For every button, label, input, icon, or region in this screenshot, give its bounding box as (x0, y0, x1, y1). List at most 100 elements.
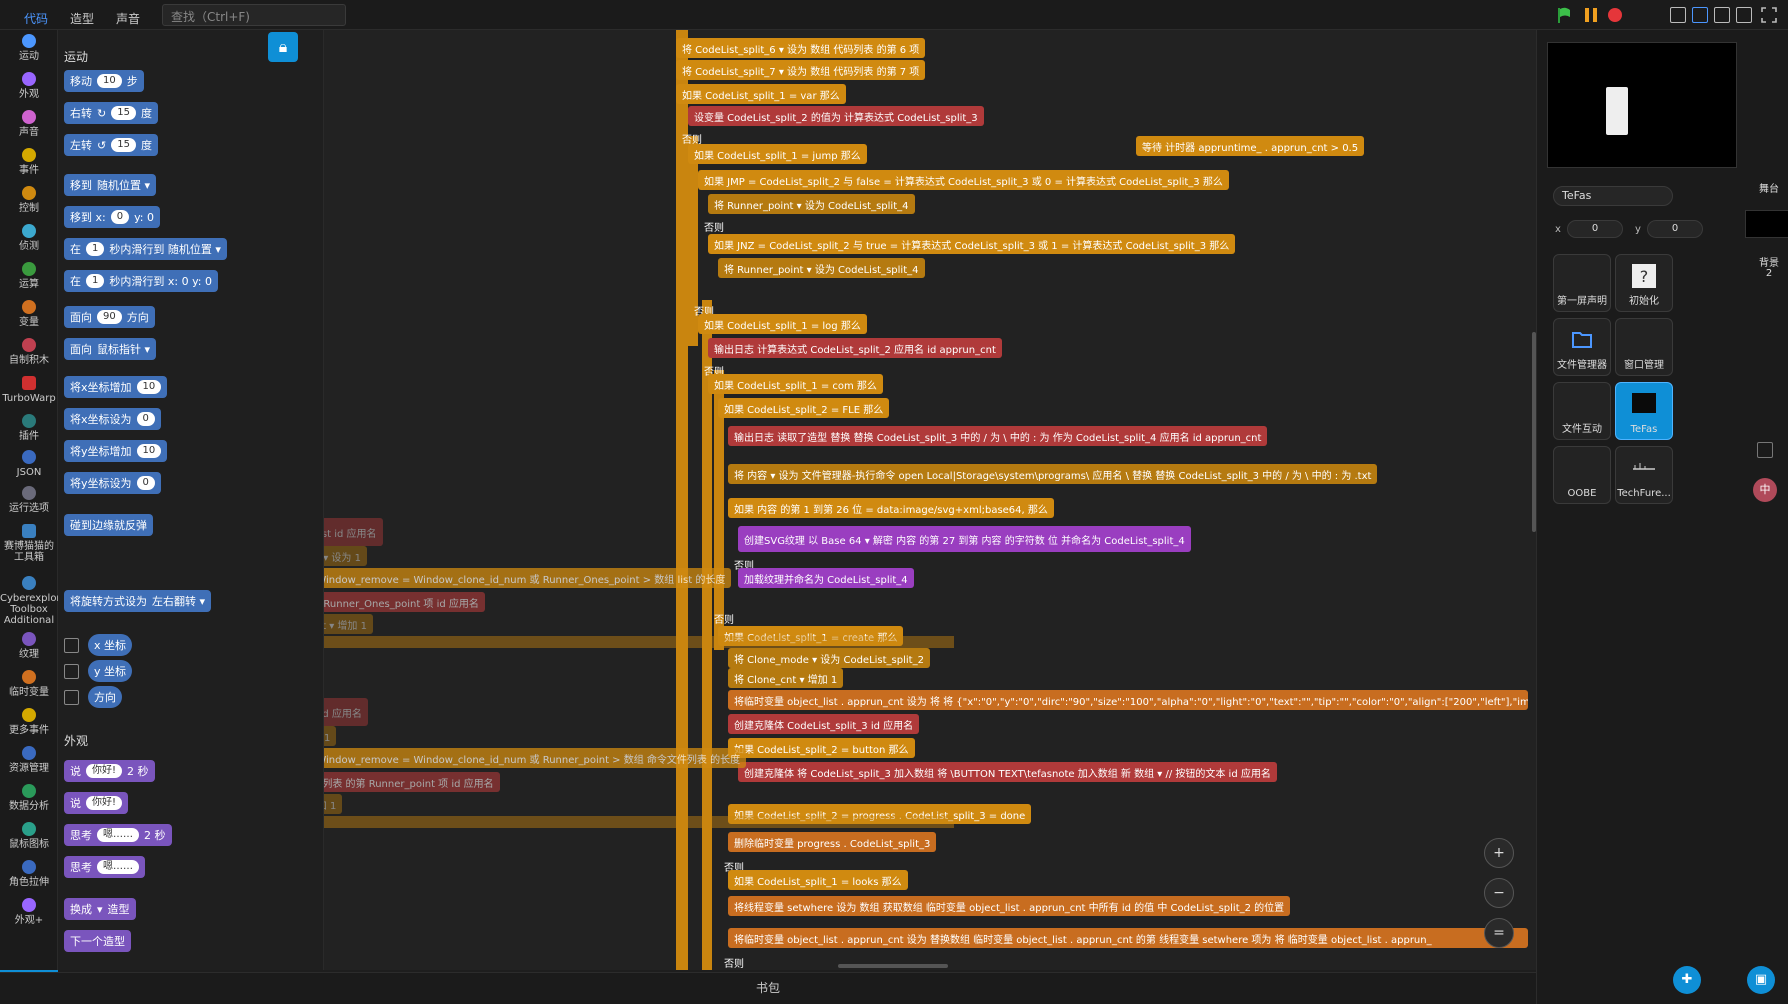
ghost-define-2[interactable]: 定义 运行 命令文件列表 id 应用名 (324, 698, 368, 726)
code-line-19[interactable]: 输出日志 读取了造型 替换 替换 CodeList_split_3 中的 / 为… (728, 426, 1268, 446)
code-line-32[interactable]: 创建克隆体 将 CodeList_split_3 加入数组 将 \BUTTON … (738, 762, 1277, 782)
sprite-x-input[interactable]: 0 (1567, 220, 1623, 238)
code-line-26[interactable]: 如果 CodeList_split_1 = create 那么 (718, 626, 904, 646)
code-line-11[interactable]: 如果 JNZ = CodeList_split_2 与 true = 计算表达式… (708, 234, 1236, 254)
green-flag-icon[interactable] (1556, 6, 1574, 24)
workspace-vertical-scrollbar[interactable] (1532, 332, 1536, 532)
code-line-28[interactable]: 将 Clone_cnt ▾ 增加 1 (728, 668, 844, 688)
category-control[interactable]: 控制 (0, 186, 58, 214)
code-line-7[interactable]: 等待 计时器 appruntime_ . apprun_cnt > 0.5 (1136, 136, 1365, 156)
code-line-27[interactable]: 将 Clone_mode ▾ 设为 CodeList_split_2 (728, 648, 930, 668)
category-my-blocks[interactable]: 自制积木 (0, 338, 58, 366)
palette-block-bounce[interactable]: 碰到边缘就反弹 (64, 514, 153, 536)
code-workspace[interactable]: 将 CodeList_split_6 ▾ 设为 数组 代码列表 的第 6 项 将… (324, 30, 1536, 970)
code-line-38[interactable]: 将临时变量 object_list . apprun_cnt 设为 替换数组 临… (728, 928, 1528, 948)
zoom-in-button[interactable]: + (1484, 838, 1514, 868)
category-looks-plus[interactable]: 外观+ (0, 898, 58, 926)
category-texture[interactable]: 纹理 (0, 632, 58, 660)
code-line-18[interactable]: 如果 CodeList_split_2 = FLE 那么 (718, 398, 890, 418)
ghost-line-5[interactable]: 将 Runner_Ones_point ▾ 增加 1 (324, 614, 373, 634)
category-cyberexplorer[interactable]: Cyberexplorer Toolbox Additional (0, 576, 71, 626)
ghost-line-2[interactable]: 将 Runner_Ones_point ▾ 设为 1 (324, 546, 367, 566)
palette-reporter-y[interactable]: y 坐标 (88, 660, 133, 682)
category-mouse-cursor[interactable]: 鼠标图标 (0, 822, 58, 850)
extension-grid-icon[interactable] (1757, 442, 1773, 458)
code-line-9[interactable]: 将 Runner_point ▾ 设为 CodeList_split_4 (708, 194, 915, 214)
code-line-1[interactable]: 将 CodeList_split_6 ▾ 设为 数组 代码列表 的第 6 项 (676, 38, 926, 58)
category-plugins[interactable]: 插件 (0, 414, 58, 442)
sprite-window-manager[interactable]: 窗口管理 (1615, 318, 1673, 376)
fullscreen-icon[interactable] (1760, 6, 1778, 24)
code-line-17[interactable]: 如果 CodeList_split_1 = com 那么 (708, 374, 883, 394)
palette-block-say-for[interactable]: 说你好!2 秒 (64, 760, 155, 782)
lock-button[interactable]: 🔒︎ (268, 32, 298, 62)
zoom-out-button[interactable]: − (1484, 878, 1514, 908)
code-line-29[interactable]: 将临时变量 object_list . apprun_cnt 设为 将 将 {"… (728, 690, 1528, 710)
workspace-horizontal-scrollbar[interactable] (838, 964, 948, 968)
zoom-reset-button[interactable]: = (1484, 918, 1514, 948)
code-line-2[interactable]: 将 CodeList_split_7 ▾ 设为 数组 代码列表 的第 7 项 (676, 60, 926, 80)
category-sound[interactable]: 声音 (0, 110, 58, 138)
add-backdrop-button[interactable]: ▣ (1747, 966, 1775, 994)
category-sprite-stretch[interactable]: 角色拉伸 (0, 860, 58, 888)
code-line-34[interactable]: 删除临时变量 progress . CodeList_split_3 (728, 832, 937, 852)
pause-icon[interactable] (1582, 6, 1600, 24)
sprite-first-screen[interactable]: 第一屏声明 (1553, 254, 1611, 312)
stage-preview[interactable] (1547, 42, 1737, 168)
y-position-checkbox[interactable] (64, 664, 79, 679)
category-more-events[interactable]: 更多事件 (0, 708, 58, 736)
category-events[interactable]: 事件 (0, 148, 58, 176)
ghost-define-1[interactable]: 定义 运行一次运行函数 list id 应用名 (324, 518, 383, 546)
palette-block-point-towards[interactable]: 面向鼠标指针 ▾ (64, 338, 157, 360)
category-looks[interactable]: 外观 (0, 72, 58, 100)
sprite-file-manager[interactable]: 文件管理器 (1553, 318, 1611, 376)
code-line-14[interactable]: 如果 CodeList_split_1 = log 那么 (698, 314, 867, 334)
category-resources[interactable]: 资源管理 (0, 746, 58, 774)
code-line-22[interactable]: 创建SVG纹理 以 Base 64 ▾ 解密 内容 的第 27 到第 内容 的字… (738, 526, 1191, 552)
layout-icon[interactable] (1736, 7, 1752, 23)
code-line-21[interactable]: 如果 内容 的第 1 到第 26 位 = data:image/svg+xml;… (728, 498, 1054, 518)
sprite-init[interactable]: ?初始化 (1615, 254, 1673, 312)
code-line-6[interactable]: 如果 CodeList_split_1 = jump 那么 (688, 144, 867, 164)
category-data-analysis[interactable]: 数据分析 (0, 784, 58, 812)
translate-badge-icon[interactable]: 中 (1753, 478, 1777, 502)
ghost-line-7[interactable]: 将 Runner_point ▾ 设为 1 (324, 726, 337, 746)
small-stage-icon[interactable] (1670, 7, 1686, 23)
code-line-33[interactable]: 如果 CodeList_split_2 = progress . CodeLis… (728, 804, 1032, 824)
ghost-line-4[interactable]: 代码运行 数组 list 的第 Runner_Ones_point 项 id 应… (324, 592, 485, 612)
palette-block-rotation-style[interactable]: 将旋转方式设为左右翻转 ▾ (64, 590, 212, 612)
category-variables[interactable]: 变量 (0, 300, 58, 328)
x-position-checkbox[interactable] (64, 638, 79, 653)
code-line-37[interactable]: 将线程变量 setwhere 设为 数组 获取数组 临时变量 object_li… (728, 896, 1291, 916)
ghost-line-8[interactable]: 重复执行直到 临时变量 Window_remove = Window_clone… (324, 748, 747, 768)
code-line-31[interactable]: 如果 CodeList_split_2 = button 那么 (728, 738, 915, 758)
ghost-line-3[interactable]: 重复执行直到 临时变量 Window_remove = Window_clone… (324, 568, 732, 588)
category-json[interactable]: JSON (0, 450, 58, 478)
palette-reporter-direction[interactable]: 方向 (88, 686, 122, 708)
palette-block-say[interactable]: 说你好! (64, 792, 129, 814)
sprite-y-input[interactable]: 0 (1647, 220, 1703, 238)
category-sensing[interactable]: 侦测 (0, 224, 58, 252)
sprite-file-interaction[interactable]: 文件互动 (1553, 382, 1611, 440)
palette-block-goto[interactable]: 移到随机位置 ▾ (64, 174, 157, 196)
code-line-8[interactable]: 如果 JMP = CodeList_split_2 与 false = 计算表达… (698, 170, 1229, 190)
sprite-oobe[interactable]: OOBE (1553, 446, 1611, 504)
palette-block-switch-costume[interactable]: 换成▾造型 (64, 898, 136, 920)
stop-icon[interactable] (1606, 6, 1624, 24)
tab-sounds[interactable]: 声音 (116, 12, 141, 26)
tab-code[interactable]: 代码 (24, 12, 49, 26)
code-line-3[interactable]: 如果 CodeList_split_1 = var 那么 (676, 84, 846, 104)
ghost-line-9[interactable]: 代码运行 数组 命令文件列表 的第 Runner_point 项 id 应用名 (324, 772, 500, 792)
category-operators[interactable]: 运算 (0, 262, 58, 290)
category-motion[interactable]: 运动 (0, 34, 58, 62)
code-line-30[interactable]: 创建克隆体 CodeList_split_3 id 应用名 (728, 714, 920, 734)
code-line-15[interactable]: 输出日志 计算表达式 CodeList_split_2 应用名 id appru… (708, 338, 1002, 358)
ghost-line-10[interactable]: 将 Runner_point ▾ 增加 1 (324, 794, 343, 814)
